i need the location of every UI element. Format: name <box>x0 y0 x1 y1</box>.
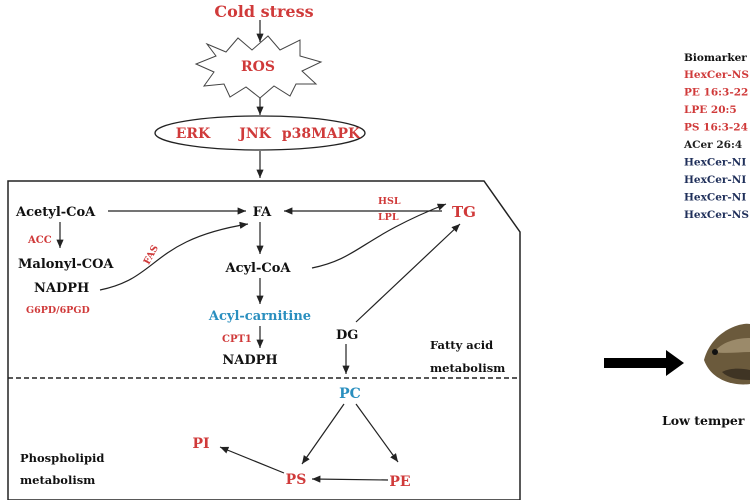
g6pd-label: G6PD/6PGD <box>26 305 90 316</box>
nadph-center-label: NADPH <box>222 353 277 368</box>
metabolism-box <box>7 180 521 501</box>
biomarker-item: HexCer-NI <box>684 192 746 204</box>
tg-label: TG <box>452 203 476 221</box>
kinase-jnk: JNK <box>237 126 271 142</box>
acyl-coa-label: Acyl-CoA <box>225 261 292 276</box>
phospholipid-section-label-2: metabolism <box>20 473 95 487</box>
ps-label: PS <box>286 472 307 488</box>
acetyl-coa-label: Acetyl-CoA <box>15 205 96 220</box>
acyl-carnitine-label: Acyl-carnitine <box>208 309 311 324</box>
acc-label: ACC <box>27 235 52 246</box>
fatty-acid-section-label-1: Fatty acid <box>430 338 493 352</box>
nadph-left-label: NADPH <box>34 281 89 296</box>
biomarker-item: PS 16:3-24 <box>684 122 748 134</box>
biomarker-item: HexCer-NI <box>684 157 746 169</box>
lpl-label: LPL <box>378 212 399 223</box>
pc-label: PC <box>339 386 361 402</box>
big-arrow <box>604 350 684 376</box>
fish-image <box>704 323 750 385</box>
biomarker-item: ACer 26:4 <box>683 139 742 151</box>
cpt1-label: CPT1 <box>222 334 252 345</box>
phospholipid-section-label-1: Phospholipid <box>20 451 104 465</box>
dg-label: DG <box>336 328 358 343</box>
fish-caption: Low temper <box>662 413 745 428</box>
fas-label: FAS <box>142 243 161 266</box>
biomarker-item: LPE 20:5 <box>684 104 737 116</box>
biomarker-heading: Biomarker <box>684 52 747 64</box>
pi-label: PI <box>192 436 209 452</box>
kinase-p38mapk: p38MAPK <box>282 126 361 142</box>
fatty-acid-section-label-2: metabolism <box>430 361 505 375</box>
biomarker-item: HexCer-NI <box>684 174 746 186</box>
stimulus-label: Cold stress <box>214 2 313 21</box>
pe-label: PE <box>389 474 410 490</box>
biomarker-item: HexCer-NS <box>684 209 749 221</box>
biomarker-item: PE 16:3-22 <box>684 87 748 99</box>
ros-label: ROS <box>241 59 275 75</box>
biomarker-item: HexCer-NS <box>684 69 749 81</box>
ros-burst <box>194 35 323 99</box>
kinase-ellipse <box>154 115 366 151</box>
fa-label: FA <box>253 205 272 220</box>
kinase-erk: ERK <box>176 126 211 142</box>
hsl-label: HSL <box>378 196 401 207</box>
malonyl-coa-label: Malonyl-COA <box>18 257 114 272</box>
